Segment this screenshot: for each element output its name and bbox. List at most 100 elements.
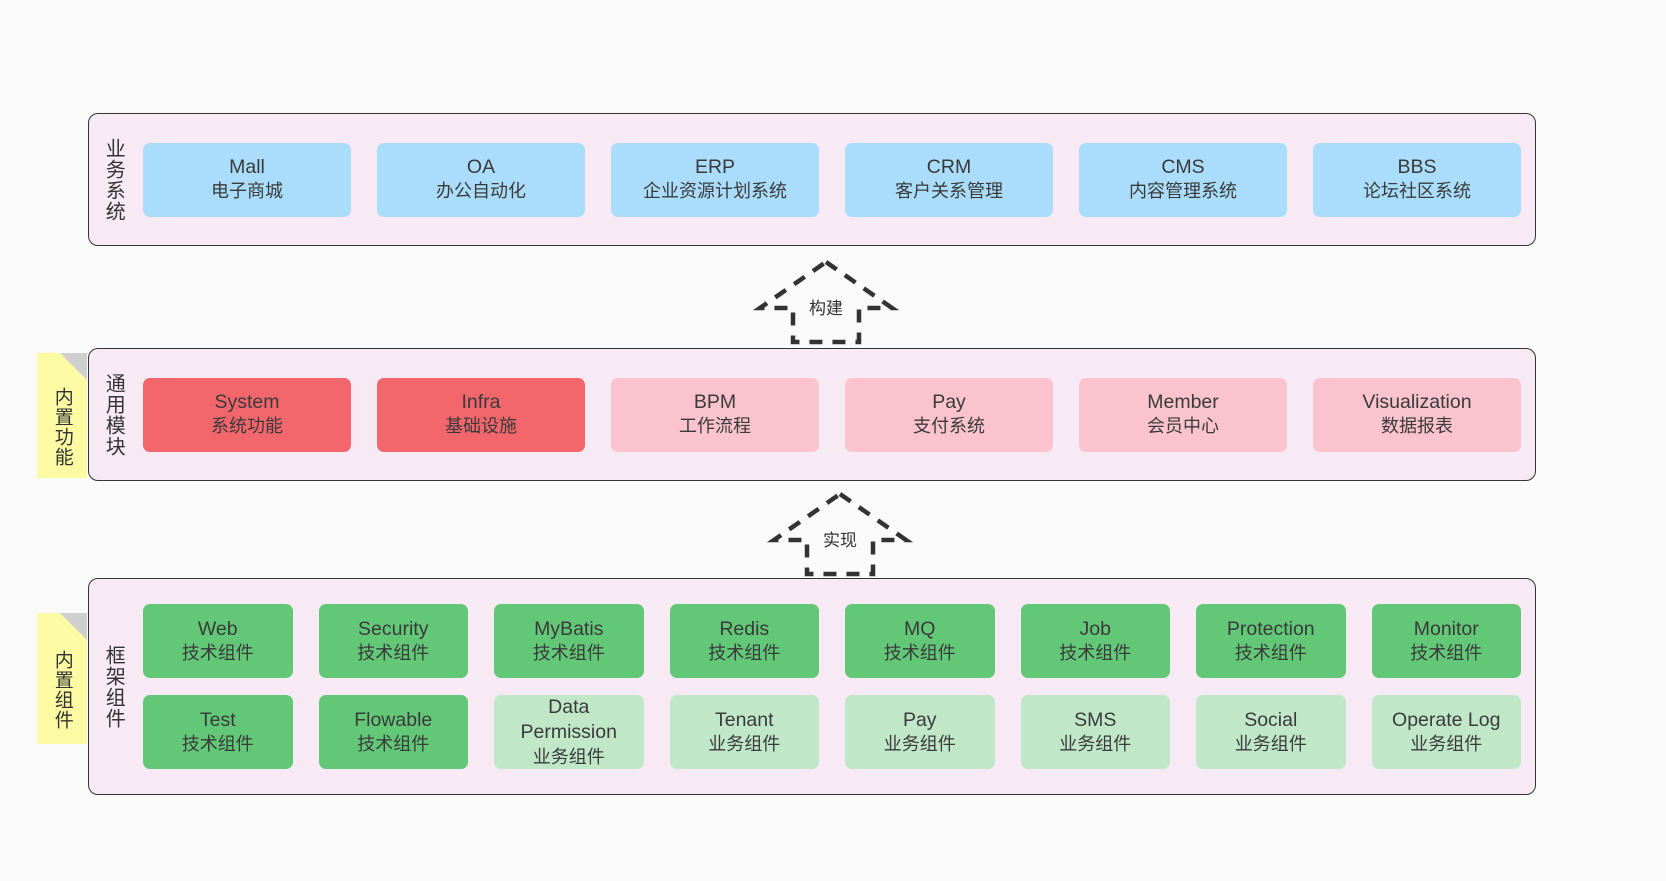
node-infra[interactable]: Infra 基础设施: [377, 377, 585, 452]
node-label-cn: 业务组件: [532, 746, 605, 767]
layer-title-framework-component: 框架组件: [102, 644, 125, 729]
node-label-cn: 系统功能: [211, 416, 283, 437]
node-label-en: Pay: [932, 391, 966, 414]
node-label-cn: 业务组件: [1410, 733, 1483, 754]
node-label-en: MQ: [904, 617, 936, 640]
node-label-cn: 业务组件: [1059, 733, 1132, 754]
node-label-en: Security: [358, 617, 429, 640]
sticky-fold-corner: [60, 353, 87, 380]
node-data-permission[interactable]: Data Permission 业务组件: [494, 695, 644, 769]
node-label-en: Visualization: [1362, 391, 1472, 414]
node-label-en: Infra: [461, 391, 501, 414]
connector-label-build: 构建: [809, 299, 843, 318]
node-social[interactable]: Social 业务组件: [1196, 695, 1346, 769]
sticky-note-builtin-function: 内置功能: [37, 353, 87, 478]
layer-title-common-module: 通用模块: [102, 372, 125, 457]
node-mall[interactable]: Mall 电子商城: [143, 142, 351, 217]
node-web[interactable]: Web 技术组件: [143, 604, 293, 678]
node-label-cn: 技术组件: [708, 642, 781, 663]
node-label-cn: 技术组件: [357, 642, 430, 663]
node-tenant[interactable]: Tenant 业务组件: [669, 695, 819, 769]
node-label-en: OA: [466, 156, 496, 179]
node-row: Web 技术组件 Security 技术组件 MyBatis 技术组件 Redi…: [143, 604, 1521, 678]
node-label-en: Member: [1147, 391, 1219, 414]
sticky-note-builtin-component: 内置组件: [37, 613, 87, 744]
node-bbs[interactable]: BBS 论坛社区系统: [1313, 142, 1521, 217]
node-label-cn: 电子商城: [211, 181, 283, 202]
node-label-en: Social: [1244, 708, 1298, 731]
connector-label-implement: 实现: [823, 531, 857, 550]
node-sms[interactable]: SMS 业务组件: [1020, 695, 1170, 769]
layer-framework-component[interactable]: 框架组件 Web 技术组件 Security 技术组件 MyBatis 技术组件…: [88, 578, 1536, 795]
node-label-en: BPM: [693, 391, 737, 414]
node-label-cn: 技术组件: [1410, 642, 1483, 663]
node-erp[interactable]: ERP 企业资源计划系统: [611, 142, 819, 217]
node-crm[interactable]: CRM 客户关系管理: [845, 142, 1053, 217]
node-label-en: Mall: [229, 156, 265, 179]
node-label-cn: 数据报表: [1381, 416, 1453, 437]
node-label-cn: 企业资源计划系统: [643, 181, 787, 202]
node-row: Test 技术组件 Flowable 技术组件 Data Permission …: [143, 695, 1521, 769]
node-test[interactable]: Test 技术组件: [143, 695, 293, 769]
node-label-en: Web: [197, 617, 238, 640]
node-label-en: ERP: [694, 156, 736, 179]
node-member[interactable]: Member 会员中心: [1079, 377, 1287, 452]
node-monitor[interactable]: Monitor 技术组件: [1371, 604, 1521, 678]
node-label-en: Pay: [902, 708, 937, 731]
node-label-cn: 技术组件: [357, 733, 430, 754]
sticky-note-label: 内置组件: [51, 649, 73, 730]
node-label-cn: 业务组件: [1234, 733, 1307, 754]
node-label-en: Job: [1079, 617, 1111, 640]
node-label-en: BBS: [1397, 156, 1437, 179]
node-bpm[interactable]: BPM 工作流程: [611, 377, 819, 452]
node-label-cn: 技术组件: [1234, 642, 1307, 663]
node-mq[interactable]: MQ 技术组件: [845, 604, 995, 678]
sticky-fold-corner: [60, 613, 87, 640]
node-protection[interactable]: Protection 技术组件: [1196, 604, 1346, 678]
node-label-en: MyBatis: [534, 617, 604, 640]
node-operate-log[interactable]: Operate Log 业务组件: [1371, 695, 1521, 769]
node-label-cn: 技术组件: [1059, 642, 1132, 663]
node-label-cn: 技术组件: [883, 642, 956, 663]
node-oa[interactable]: OA 办公自动化: [377, 142, 585, 217]
node-pay-component[interactable]: Pay 业务组件: [845, 695, 995, 769]
node-row: Mall 电子商城 OA 办公自动化 ERP 企业资源计划系统 CRM 客户关系…: [143, 142, 1521, 217]
node-label-en: SMS: [1074, 708, 1117, 731]
node-label-en: System: [214, 391, 280, 414]
node-label-en: Operate Log: [1392, 708, 1501, 731]
node-label-en: Flowable: [354, 708, 433, 731]
node-label-cn: 会员中心: [1147, 416, 1219, 437]
layer-body-framework-component: Web 技术组件 Security 技术组件 MyBatis 技术组件 Redi…: [137, 579, 1535, 794]
node-label-en: CMS: [1161, 156, 1205, 179]
node-label-cn: 内容管理系统: [1129, 181, 1237, 202]
node-label-cn: 基础设施: [445, 416, 517, 437]
node-label-en: Redis: [719, 617, 770, 640]
node-system[interactable]: System 系统功能: [143, 377, 351, 452]
node-security[interactable]: Security 技术组件: [318, 604, 468, 678]
node-label-cn: 技术组件: [532, 642, 605, 663]
layer-title-business-system: 业务系统: [102, 137, 125, 222]
node-label-cn: 论坛社区系统: [1363, 181, 1471, 202]
node-job[interactable]: Job 技术组件: [1020, 604, 1170, 678]
node-flowable[interactable]: Flowable 技术组件: [318, 695, 468, 769]
node-mybatis[interactable]: MyBatis 技术组件: [494, 604, 644, 678]
node-label-cn: 客户关系管理: [895, 181, 1003, 202]
node-label-en: Test: [199, 708, 236, 731]
sticky-note-label: 内置功能: [51, 386, 73, 467]
node-pay-module[interactable]: Pay 支付系统: [845, 377, 1053, 452]
connector-implement: 实现: [766, 490, 914, 577]
node-cms[interactable]: CMS 内容管理系统: [1079, 142, 1287, 217]
node-label-en: CRM: [926, 156, 972, 179]
node-redis[interactable]: Redis 技术组件: [669, 604, 819, 678]
layer-common-module[interactable]: 通用模块 System 系统功能 Infra 基础设施 BPM 工作流程 Pay…: [88, 348, 1536, 481]
node-row: System 系统功能 Infra 基础设施 BPM 工作流程 Pay 支付系统…: [143, 377, 1521, 452]
node-label-cn: 业务组件: [883, 733, 956, 754]
node-visualization[interactable]: Visualization 数据报表: [1313, 377, 1521, 452]
layer-business-system[interactable]: 业务系统 Mall 电子商城 OA 办公自动化 ERP 企业资源计划系统 CRM…: [88, 113, 1536, 246]
node-label-en: Protection: [1226, 617, 1315, 640]
node-label-cn: 技术组件: [181, 642, 254, 663]
node-label-en: Tenant: [714, 708, 774, 731]
node-label-cn: 业务组件: [708, 733, 781, 754]
connector-build: 构建: [752, 258, 900, 345]
layer-body-business-system: Mall 电子商城 OA 办公自动化 ERP 企业资源计划系统 CRM 客户关系…: [137, 114, 1535, 245]
